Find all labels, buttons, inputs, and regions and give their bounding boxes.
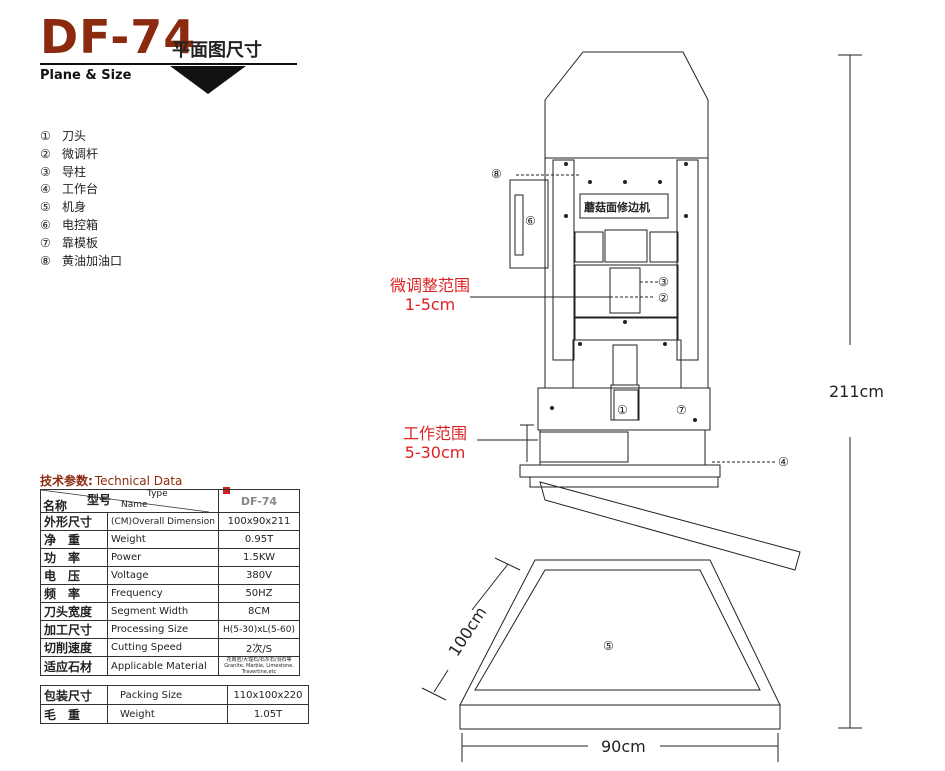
triangle-decoration [170,66,246,94]
width-dim-label: 90cm [601,737,646,756]
subtitle-cn: 平面图尺寸 [172,40,262,61]
electric-box [509,179,549,269]
marker-1: ① [617,403,628,417]
template-board [539,481,801,571]
table-header-row: 名称 型号 Type Name DF-74 [40,489,300,513]
adjust-range-label: 微调整范围 1-5cm [390,276,471,314]
marker-6: ⑥ [525,214,536,228]
width-dimension [461,733,779,762]
header-diagonal-cell: 名称 型号 Type Name [40,489,219,513]
marker-7: ⑦ [676,403,687,417]
height-dim-label: 211cm [829,382,884,401]
upper-frame [544,157,709,389]
spec-table: 名称 型号 Type Name DF-74 外形尺寸(CM)Overall Di… [40,489,300,676]
machine-label: 蘑菇面修边机 [584,201,650,214]
marker-5: ⑤ [603,639,614,653]
diagonal-line [41,490,209,512]
top-hood [544,51,709,159]
header-divider [40,63,297,65]
depth-dimension [421,557,521,701]
work-range-label: 工作范围 5-30cm [403,424,468,462]
work-table [519,464,721,478]
subtitle-en: Plane & Size [40,68,132,83]
marker-4: ④ [778,455,789,469]
height-dimension [838,54,862,729]
marker-2: ② [658,291,669,305]
marker-8: ⑧ [491,167,502,181]
tech-data-title: 技术参数:Technical Data [40,474,183,488]
marker-3: ③ [658,275,669,289]
label-plate [579,193,669,219]
model-title: DF-74 [40,10,197,64]
